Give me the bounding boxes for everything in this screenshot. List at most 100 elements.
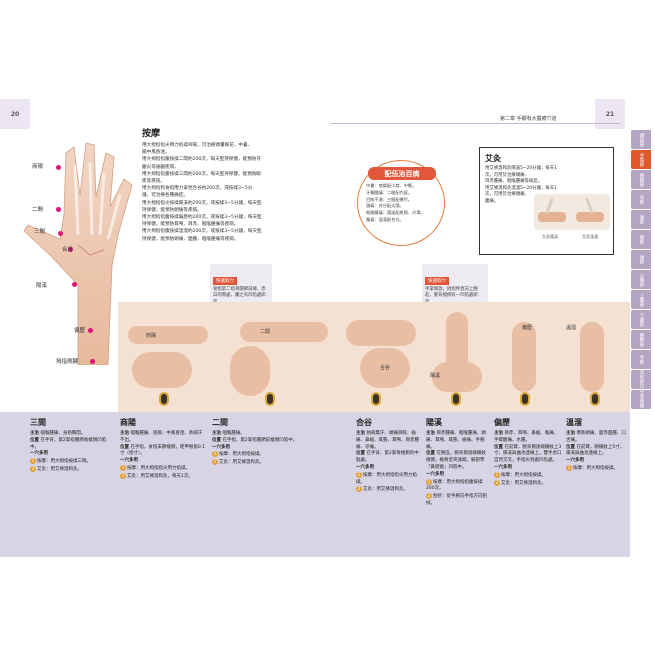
pressure-icon (371, 392, 381, 406)
line-value: 目赤腫痛、咽喉腫痛、頭痛、耳鳴、耳聾、齒痛、手腕痛。 (426, 431, 486, 450)
line-value: 咽喉腫痛、昏厥、中風昏迷、熱病汗不出。 (120, 431, 203, 443)
line-key: 主治 (120, 431, 129, 436)
acupoint-line: 位置 在腕區，腕背側遠端橫紋橈側，橈骨莖突遠端，解剖學「鼻煙窩」凹陷中。 (426, 451, 490, 471)
acupoint-name: 二間 (212, 418, 228, 427)
acupoint-line: 位置 在手指，第2掌指關節前橈側凹陷中。 (212, 438, 350, 445)
page-number-right: 21 (595, 99, 625, 129)
hand-illustration: 商陽 二間 三間 合谷 陽溪 偏歷 拇指側腱 (20, 135, 150, 366)
line-key: 主治 (212, 431, 221, 436)
hand-shape (230, 346, 270, 396)
arm-shape (580, 322, 604, 392)
number-icon: 1 (494, 471, 500, 478)
badge-line: 腹痛：溫溜配合谷。 (366, 216, 404, 222)
side-tab[interactable]: 腰臀部 (631, 330, 651, 349)
side-tab[interactable]: 下腹部 (631, 310, 651, 329)
moxa-title: 艾灸 (485, 154, 501, 163)
photo-label: 合谷 (380, 365, 391, 371)
side-tab[interactable]: 背部 (631, 190, 651, 209)
chapter-header: 第二章 手腳有大醫療穴道 (500, 116, 557, 122)
line-value: 咽喉腫痛、身熱胸悶。 (40, 431, 86, 436)
moxa-line: 目赤腫痛、咽喉腫痛等病症。 (485, 179, 543, 185)
tip-tag: 快速取穴 (425, 277, 449, 285)
acupoint-line: 位置 在手背，第2掌骨橈側的中點處。 (356, 451, 420, 465)
side-tab[interactable]: 頭部 (631, 250, 651, 269)
methods-title: 一穴多用 (212, 444, 230, 450)
side-tab[interactable]: 手部 (631, 350, 651, 369)
point-pian-li (88, 328, 93, 333)
line-value: 在手指，食指末節橈側，距甲根角0.1寸（指寸）。 (120, 444, 206, 457)
side-tab[interactable]: 臉部 (631, 230, 651, 249)
acupoint-line: 主治 熱病無汗、頭痛目眩、齒痛、鼻衄、耳聾、耳鳴、目赤腫痛、牙痛。 (356, 431, 420, 451)
arm-shape (240, 322, 328, 342)
side-tab[interactable]: 腳腿部 (631, 170, 651, 189)
number-icon: 2 (212, 459, 218, 466)
line-key: 主治 (356, 431, 365, 436)
acupoint-line: 位置 在手指，食指末節橈側，距甲根角0.1寸（指寸）。 (120, 445, 206, 459)
massage-section: 按摩 用大拇指指尖用力掐揉商陽，可治療頭暈眼花、中暑、腦中風昏迷。用大拇指指腹按… (142, 126, 302, 243)
massage-line: 持保健，能預防頭痛等疾病。 (142, 207, 202, 213)
photo-er-jian: 二間 (210, 302, 330, 412)
hand-shape (360, 348, 410, 388)
methods-title: 一穴多用 (30, 451, 48, 457)
label-san-jian: 三間 (34, 229, 46, 235)
badge-line: 中暑：商陽配少商、中衝。 (366, 183, 417, 188)
side-tab[interactable]: 心胸部 (631, 270, 651, 289)
label-he-gu: 合谷 (62, 247, 74, 253)
side-tab[interactable]: 頭頸部 (631, 130, 651, 149)
header-divider (330, 123, 620, 124)
acupoint-line: 主治 目赤、耳鳴、鼻衄、喉痛、手臂酸痛、水腫。 (494, 431, 562, 445)
acupoint-column: 商陽主治 咽喉腫痛、昏厥、中風昏迷、熱病汗不出。位置 在手指，食指末節橈側，距甲… (120, 417, 206, 481)
side-tab[interactable]: 其他部位 (631, 370, 651, 389)
tip-tag: 快速取穴 (213, 277, 237, 285)
line-key: 主治 (494, 431, 503, 436)
arm-shape (346, 320, 416, 346)
badge-text: 中暑：商陽配少商、中衝。牙齦腫痛：二間配內庭。目眩不適：三間配攢竹。頭痛：合谷配… (366, 183, 440, 224)
point-shang-yang (56, 165, 61, 170)
method-text: 艾灸：用艾條溫和灸。 (219, 460, 264, 466)
moxa-line: 用艾條溫和灸陽溪5~20分鐘，每天1次，可用於治療頭痛、 (485, 166, 557, 178)
acupoint-line: 主治 咽喉腫痛。 (212, 431, 350, 438)
line-value: 在手背，第2掌指關節後橈側凹陷中。 (30, 437, 107, 450)
arm-shape (446, 312, 468, 372)
pressure-icon (590, 392, 600, 406)
acupoint-column: 溫溜主治 寒熱頭痛、面赤面腫、口舌痛。位置 在前臂，腕橫紋上5寸，陽溪與曲池連線… (566, 417, 628, 473)
number-icon: 1 (356, 471, 362, 478)
side-tab[interactable]: 手臂部 (631, 150, 651, 169)
massage-text: 用大拇指指尖用力掐揉商陽，可治療頭暈眼花、中暑、腦中風昏迷。用大拇指指腹按揉二間… (142, 142, 302, 243)
methods-title: 一穴多用 (120, 458, 138, 464)
acupoint-line: 主治 寒熱頭痛、面赤面腫、口舌痛。 (566, 431, 628, 445)
number-icon: 1 (30, 458, 36, 465)
arm-shape (512, 322, 536, 392)
number-icon: 2 (356, 486, 362, 493)
method-text: 按摩：用大拇指指尖用力掐揉。 (127, 465, 190, 471)
acupoint-info-band (0, 412, 630, 557)
moxibustion-box: 艾灸 用艾條溫和灸陽溪5~20分鐘，每天1次，可用於治療頭痛、目赤腫痛、咽喉腫痛… (479, 147, 614, 255)
acupoint-column: 合谷主治 熱病無汗、頭痛目眩、齒痛、鼻衄、耳聾、耳鳴、目赤腫痛、牙痛。位置 在手… (356, 417, 420, 494)
moxa-drawing (538, 197, 604, 222)
side-tab[interactable]: 腹部 (631, 210, 651, 229)
line-value: 在手指，第2掌指關節前橈側凹陷中。 (222, 437, 298, 443)
line-value: 在前臂，腕背側遠端橫紋上3寸，陽溪與曲池連線上。雙手虎口自然交叉，手指尖到處凹陷… (494, 444, 562, 464)
moxa-line: 用艾條溫和灸溫溜5~20分鐘，每天1次，可用於治療頭痛、 (485, 185, 557, 198)
combination-badge: 配伍治百病 中暑：商陽配少商、中衝。牙齦腫痛：二間配內庭。目眩不適：三間配攢竹。… (357, 160, 445, 246)
massage-line: 持保健，能預防頭痛、面腫、咽喉腫痛等疾病。 (142, 236, 239, 242)
side-tab[interactable]: 全身保健 (631, 390, 651, 409)
pressure-icon (265, 392, 275, 406)
line-value: 寒熱頭痛、面赤面腫、口舌痛。 (566, 431, 626, 443)
acupoint-line: 主治 目赤腫痛、咽喉腫痛、頭痛、耳鳴、耳聾、齒痛、手腕痛。 (426, 431, 490, 451)
side-tab[interactable]: 上腹部 (631, 290, 651, 309)
number-icon: 2 (30, 465, 36, 472)
photo-yang-xi: 陽溪 (422, 302, 490, 412)
line-value: 目赤、耳鳴、鼻衄、喉痛、手臂酸痛、水腫。 (494, 431, 559, 443)
massage-line: 用大拇指指腹按揉溫溜約200次，或按揉3~5分鐘，每天堅 (142, 229, 262, 235)
point-yang-xi (72, 282, 77, 287)
photo-shang-yang: 商陽 (118, 302, 210, 412)
